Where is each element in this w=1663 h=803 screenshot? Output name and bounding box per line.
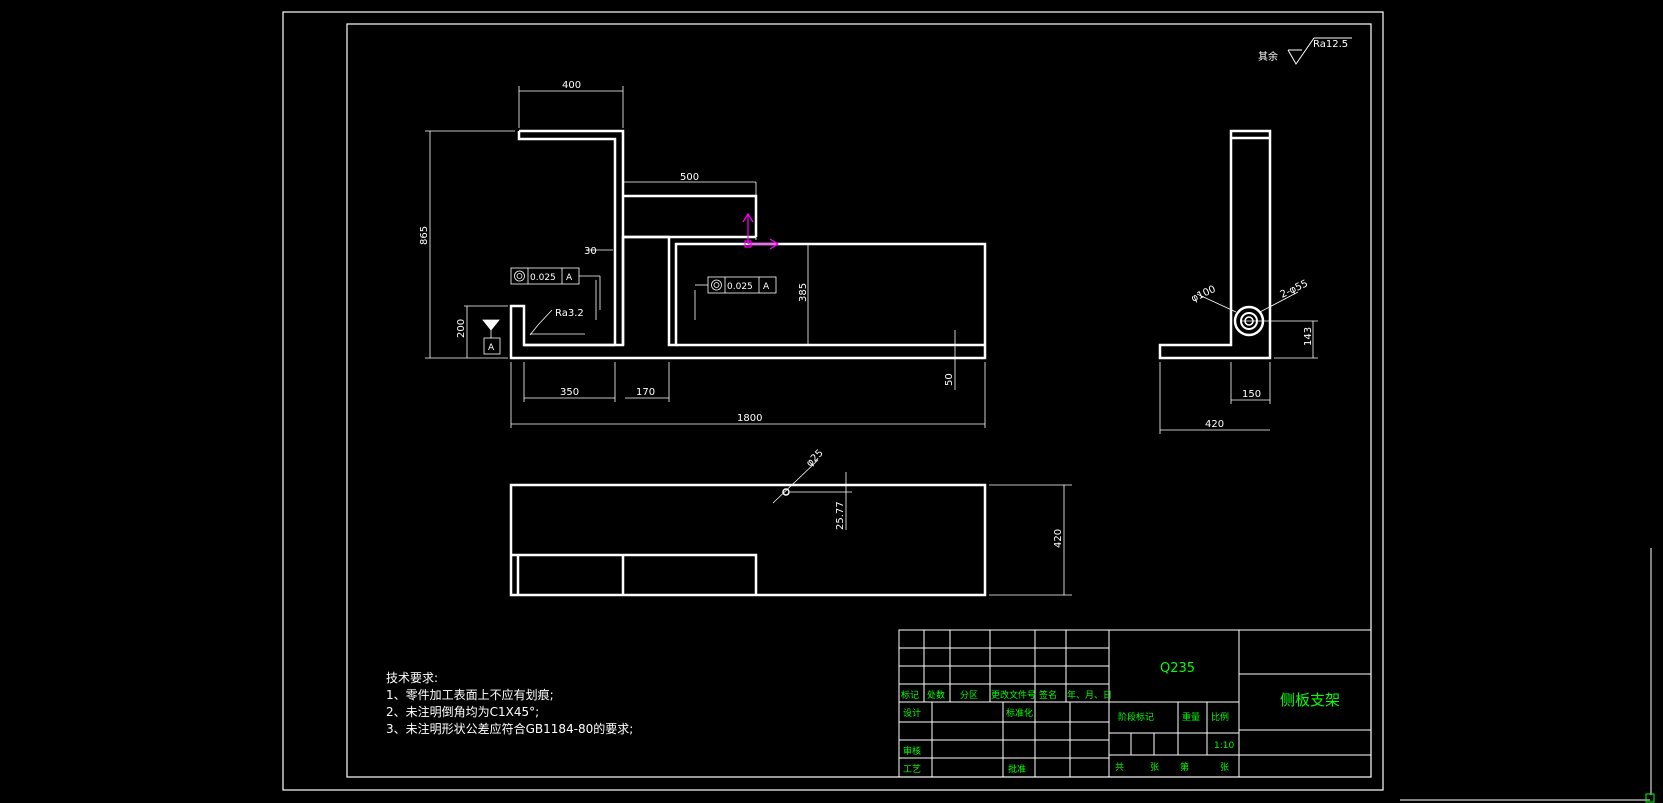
tolerance-2-value: 0.025 [727, 282, 753, 292]
label-process: 工艺 [903, 764, 921, 775]
datum-label: A [488, 343, 495, 353]
scale-label: 比例 [1211, 711, 1229, 723]
header-date: 年、月、日 [1067, 689, 1112, 701]
dim-420-top: 420 [1053, 529, 1064, 548]
dim-25-77: 25.77 [835, 501, 846, 530]
label-approve: 批准 [1008, 763, 1026, 775]
stage-mark: 阶段标记 [1118, 711, 1154, 723]
header-count: 处数 [927, 689, 945, 701]
surface-finish-prefix: 其余 [1258, 50, 1278, 63]
main-view-outline [509, 235, 987, 360]
surface-finish-note: 其余 Ra12.5 [1258, 37, 1352, 65]
dim-500: 500 [680, 172, 699, 183]
material: Q235 [1160, 661, 1195, 676]
top-view [509, 459, 1072, 597]
sheets-unit2: 张 [1220, 762, 1229, 773]
header-mark: 标记 [901, 689, 919, 701]
tech-requirement-3: 3、未注明形状公差应符合GB1184-80的要求; [386, 722, 634, 736]
label-standardize: 标准化 [1006, 707, 1033, 719]
roughness-value: Ra3.2 [555, 308, 584, 319]
outer-frame [282, 11, 1384, 791]
weight: 重量 [1182, 711, 1200, 723]
dim-1800: 1800 [737, 413, 762, 424]
header-zone: 分区 [960, 690, 978, 701]
tolerance-1-datum: A [566, 273, 573, 283]
side-view [1158, 129, 1318, 434]
sheets-sheet: 第 [1180, 761, 1189, 773]
ucs-marker [1645, 793, 1655, 803]
tolerance-2-datum: A [763, 282, 770, 292]
title-block [898, 629, 1372, 778]
dim-170: 170 [636, 387, 655, 398]
dim-2-phi55: 2-φ55 [1279, 278, 1310, 300]
surface-finish-value: Ra12.5 [1313, 39, 1348, 50]
dim-30: 30 [584, 246, 597, 257]
tech-requirement-1: 1、零件加工表面上不应有划痕; [386, 688, 554, 702]
main-view [425, 86, 987, 428]
dim-phi25: φ25 [804, 448, 825, 469]
dim-350: 350 [560, 387, 579, 398]
header-signature: 签名 [1039, 689, 1057, 701]
dim-50: 50 [944, 373, 955, 386]
corner-marks [1400, 548, 1652, 801]
dim-200: 200 [456, 319, 467, 338]
inner-frame [346, 23, 1372, 778]
dim-400: 400 [562, 80, 581, 91]
tech-requirement-2: 2、未注明倒角均为C1X45°; [386, 705, 540, 719]
sheets-total: 共 [1115, 762, 1124, 773]
label-design: 设计 [903, 707, 921, 719]
dim-150: 150 [1242, 389, 1261, 400]
part-name: 侧板支架 [1280, 691, 1340, 709]
sheets-unit1: 张 [1150, 762, 1159, 773]
dim-385: 385 [798, 283, 809, 302]
dim-865: 865 [419, 226, 430, 245]
tolerance-1-value: 0.025 [530, 273, 556, 283]
dim-420-side: 420 [1205, 419, 1224, 430]
scale-value: 1:10 [1214, 741, 1234, 751]
main-view-upper-outline [517, 129, 758, 345]
ucs-icon [742, 212, 780, 250]
dim-143: 143 [1303, 327, 1314, 346]
header-change-doc: 更改文件号 [991, 689, 1036, 701]
tech-requirements: 技术要求: 1、零件加工表面上不应有划痕; 2、未注明倒角均为C1X45°; 3… [386, 670, 633, 738]
tech-requirements-title: 技术要求: [386, 671, 439, 685]
label-check: 审核 [903, 745, 921, 757]
